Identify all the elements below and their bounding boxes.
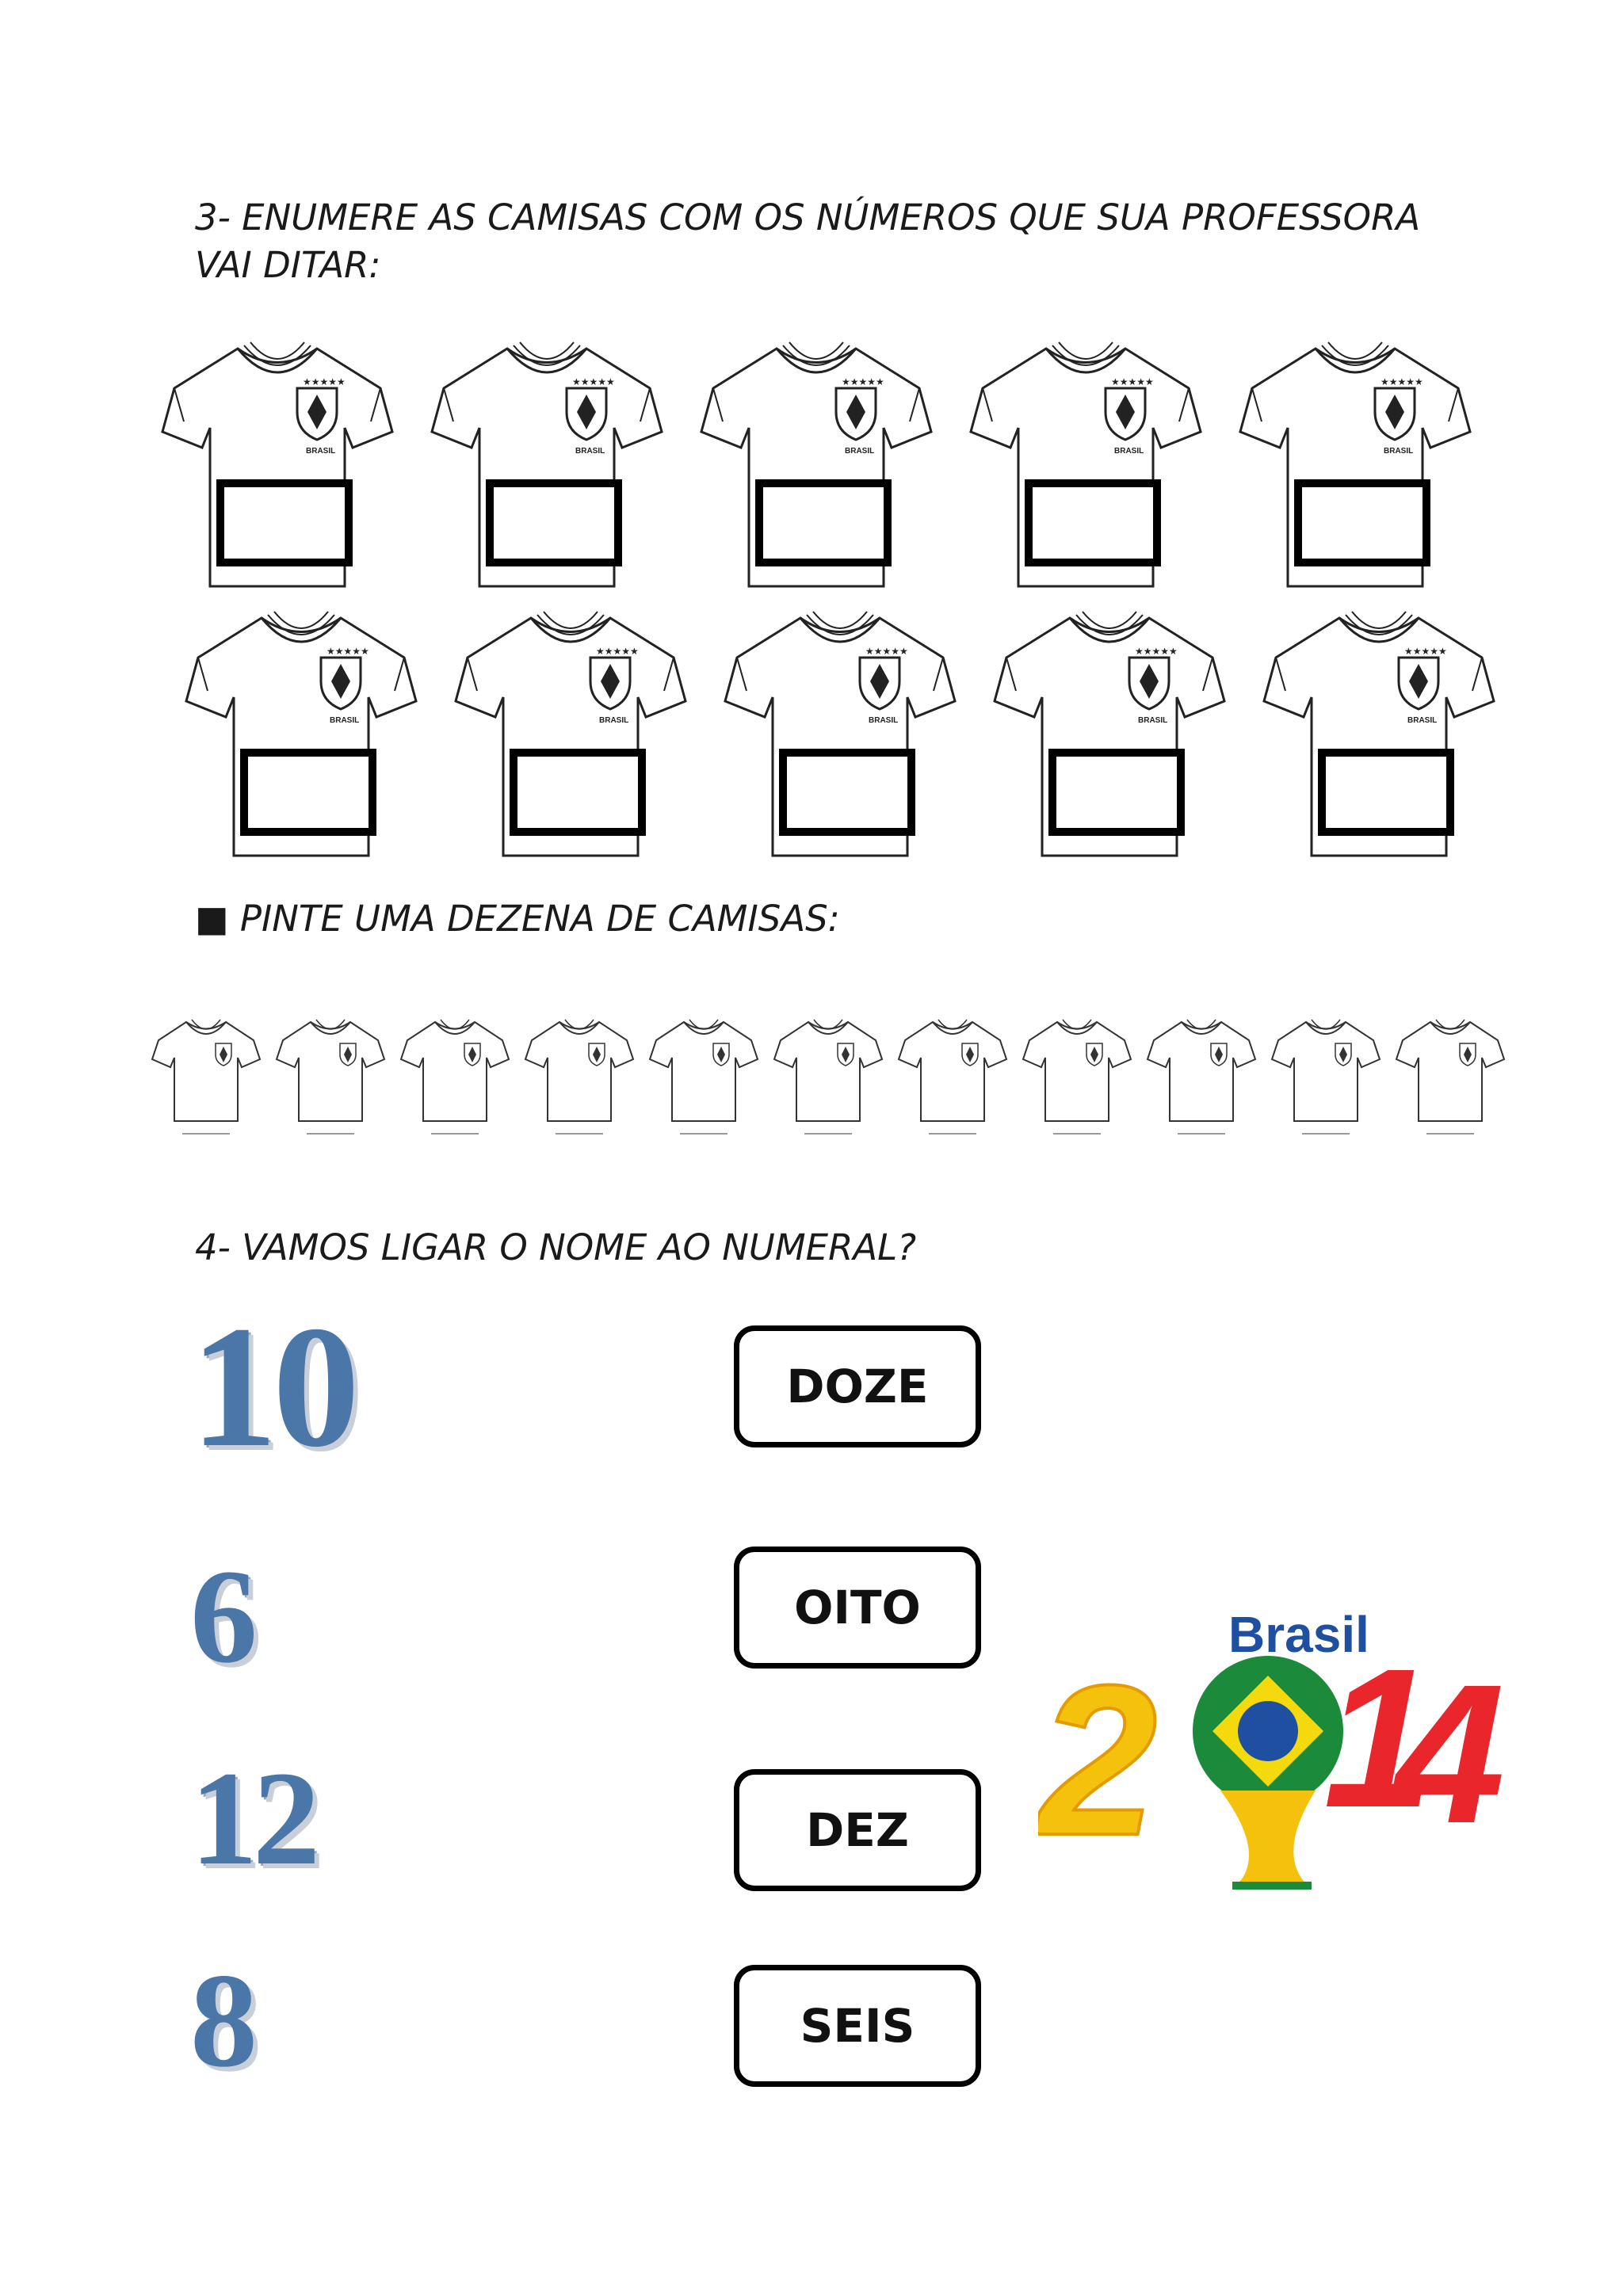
svg-text:★★★★★: ★★★★★: [1111, 376, 1154, 387]
numbered-shirt[interactable]: ★★★★★ BRASIL: [452, 602, 689, 864]
svg-text:BRASIL: BRASIL: [575, 447, 605, 456]
name-box-seis[interactable]: SEIS: [734, 1965, 981, 2087]
paint-ten-title: ■ PINTE UMA DEZENA DE CAMISAS:: [195, 895, 840, 943]
svg-text:BRASIL: BRASIL: [1138, 716, 1167, 725]
numeral-8: 8: [190, 1946, 258, 2095]
bullet: ■: [195, 898, 229, 940]
svg-text:1: 1: [1323, 1627, 1434, 1848]
numbered-shirt[interactable]: ★★★★★ BRASIL: [1260, 602, 1498, 864]
small-shirt[interactable]: [524, 1010, 635, 1137]
svg-text:BRASIL: BRASIL: [1114, 447, 1144, 456]
numbered-shirt[interactable]: ★★★★★ BRASIL: [428, 333, 666, 594]
svg-text:★★★★★: ★★★★★: [596, 646, 639, 657]
paint-ten-title-text: PINTE UMA DEZENA DE CAMISAS:: [239, 898, 840, 940]
numbered-shirt[interactable]: ★★★★★ BRASIL: [967, 333, 1205, 594]
numeral-10: 10: [190, 1290, 360, 1483]
svg-text:★★★★★: ★★★★★: [1404, 646, 1447, 657]
svg-text:BRASIL: BRASIL: [869, 716, 898, 725]
svg-text:BRASIL: BRASIL: [306, 447, 335, 456]
svg-text:BRASIL: BRASIL: [1384, 447, 1413, 456]
svg-text:BRASIL: BRASIL: [845, 447, 874, 456]
brasil-2014-logo: Brasil 2 1 4: [1038, 1592, 1545, 1894]
svg-text:2: 2: [1038, 1642, 1157, 1880]
svg-text:★★★★★: ★★★★★: [842, 376, 884, 387]
small-shirt[interactable]: [1022, 1010, 1132, 1137]
name-box-dez[interactable]: DEZ: [734, 1769, 981, 1891]
small-shirt[interactable]: [773, 1010, 884, 1137]
name-box-oito[interactable]: OITO: [734, 1547, 981, 1669]
svg-text:★★★★★: ★★★★★: [1135, 646, 1178, 657]
svg-text:BRASIL: BRASIL: [599, 716, 628, 725]
svg-text:★★★★★: ★★★★★: [572, 376, 615, 387]
logo-word: Brasil: [1228, 1606, 1369, 1663]
small-shirt[interactable]: [151, 1010, 262, 1137]
svg-text:★★★★★: ★★★★★: [1381, 376, 1423, 387]
name-box-doze[interactable]: DOZE: [734, 1325, 981, 1447]
small-shirt[interactable]: [275, 1010, 386, 1137]
small-shirt[interactable]: [1146, 1010, 1257, 1137]
numeral-6: 6: [190, 1542, 258, 1691]
numbered-shirt[interactable]: ★★★★★ BRASIL: [721, 602, 959, 864]
svg-text:4: 4: [1391, 1643, 1505, 1864]
small-shirt[interactable]: [399, 1010, 510, 1137]
svg-text:BRASIL: BRASIL: [330, 716, 359, 725]
small-shirt[interactable]: [648, 1010, 759, 1137]
section-4-title: 4- VAMOS LIGAR O NOME AO NUMERAL?: [195, 1226, 917, 1268]
svg-text:★★★★★: ★★★★★: [303, 376, 346, 387]
section-3-title: 3- ENUMERE AS CAMISAS COM OS NÚMEROS QUE…: [195, 196, 1421, 286]
numbered-shirt[interactable]: ★★★★★ BRASIL: [158, 333, 396, 594]
svg-text:★★★★★: ★★★★★: [327, 646, 369, 657]
numbered-shirt[interactable]: ★★★★★ BRASIL: [697, 333, 935, 594]
numeral-12: 12: [190, 1744, 320, 1893]
numbered-shirt[interactable]: ★★★★★ BRASIL: [1236, 333, 1474, 594]
svg-text:★★★★★: ★★★★★: [865, 646, 908, 657]
small-shirt[interactable]: [1270, 1010, 1381, 1137]
numbered-shirt[interactable]: ★★★★★ BRASIL: [991, 602, 1228, 864]
small-shirt[interactable]: [1395, 1010, 1506, 1137]
numbered-shirt[interactable]: ★★★★★ BRASIL: [182, 602, 420, 864]
svg-text:BRASIL: BRASIL: [1407, 716, 1437, 725]
small-shirt[interactable]: [897, 1010, 1008, 1137]
